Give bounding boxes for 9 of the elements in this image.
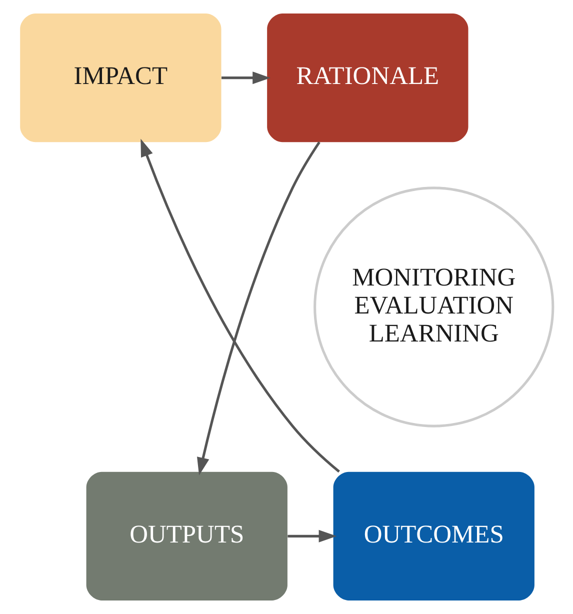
arrow	[288, 530, 337, 542]
node-circle: MONITORING EVALUATION LEARNING	[314, 186, 554, 428]
node-box: OUTCOMES	[333, 472, 534, 600]
node-box: OUTPUTS	[86, 472, 288, 600]
arrow	[140, 138, 340, 473]
arrow	[197, 141, 320, 476]
node-box: RATIONALE	[267, 14, 468, 142]
arrow	[222, 72, 270, 84]
node-box: IMPACT	[20, 14, 222, 142]
